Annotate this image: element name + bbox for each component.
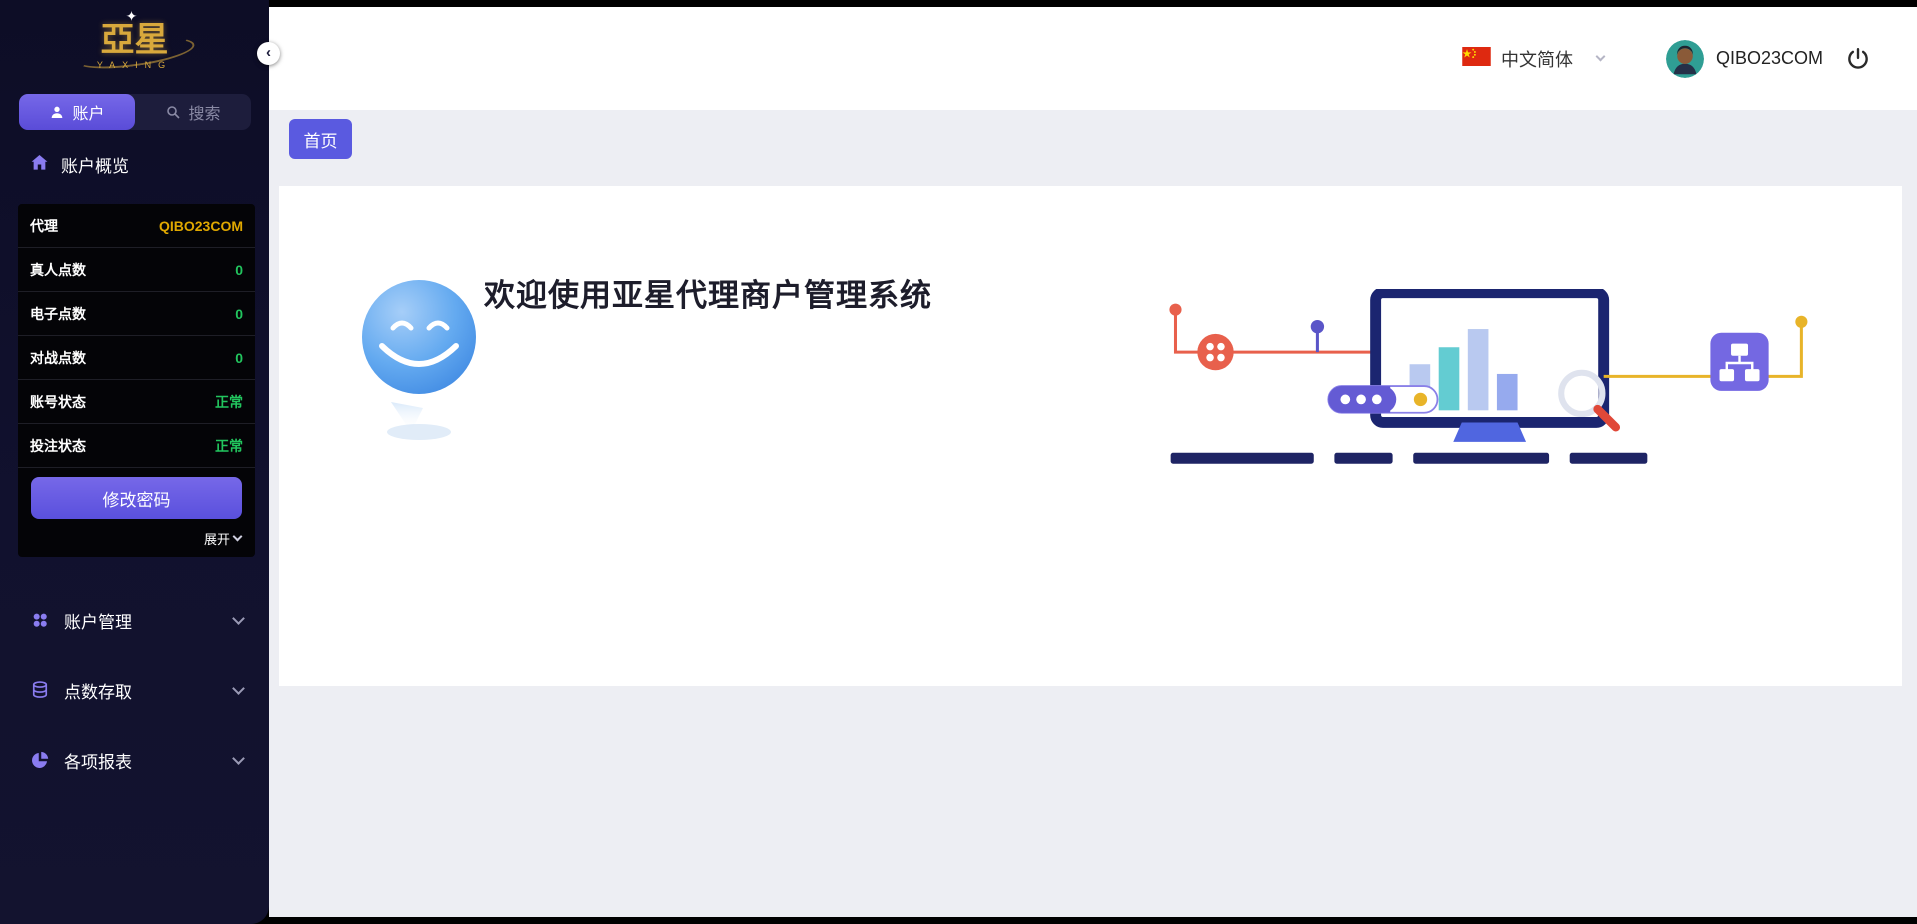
search-icon [165, 104, 181, 120]
sidebar: ✦ 亞星 YAXING ‹ 账户 搜索 账户概 [0, 0, 280, 924]
row-label: 账号状态 [30, 393, 86, 410]
tab-search-label: 搜索 [188, 106, 221, 123]
chevron-down-icon [1595, 51, 1606, 62]
chevron-down-icon [232, 611, 245, 625]
status-badge: 正常 [215, 437, 243, 454]
sidebar-item-label: 账户概览 [61, 157, 129, 176]
user-icon [49, 104, 65, 120]
logout-power-icon[interactable] [1845, 46, 1871, 72]
row-label: 代理 [30, 217, 58, 234]
main-content: 首页 [269, 110, 1917, 917]
sidebar-item-account-management[interactable]: 账户管理 [0, 592, 269, 648]
sidebar-collapse-button[interactable]: ‹ [257, 42, 280, 65]
sidebar-item-label: 各项报表 [64, 752, 132, 772]
logo-title: 亞星 [100, 21, 169, 59]
row-value: 0 [235, 349, 243, 366]
expand-toggle[interactable]: 展开 [18, 519, 255, 557]
row-label: 电子点数 [30, 305, 86, 322]
grid-icon [30, 610, 50, 630]
expand-label: 展开 [203, 531, 230, 547]
sidebar-tabs: 账户 搜索 [19, 94, 251, 130]
chevron-down-icon [232, 751, 245, 765]
mascot-smiley-icon [349, 274, 499, 454]
logo-sparkle-icon: ✦ [125, 8, 144, 24]
sidebar-item-label: 点数存取 [64, 682, 132, 702]
row-label: 对战点数 [30, 349, 86, 366]
panel-row-electronic-points: 电子点数 0 [18, 292, 255, 336]
logo-subtitle: YAXING [96, 60, 173, 70]
brand-logo: ✦ 亞星 YAXING [0, 8, 269, 75]
change-password-button[interactable]: 修改密码 [31, 477, 242, 519]
language-label: 中文简体 [1500, 49, 1573, 70]
row-label: 真人点数 [30, 261, 86, 278]
row-value: 0 [235, 261, 243, 278]
panel-row-battle-points: 对战点数 0 [18, 336, 255, 380]
status-badge: 正常 [215, 393, 243, 410]
pie-chart-icon [30, 750, 50, 770]
user-menu[interactable]: QIBO23COM [1665, 39, 1823, 78]
tab-account[interactable]: 账户 [19, 94, 135, 130]
panel-row-account-status: 账号状态 正常 [18, 380, 255, 424]
language-selector[interactable]: 中文简体 [1462, 46, 1606, 72]
sidebar-item-reports[interactable]: 各项报表 [0, 732, 269, 788]
panel-row-betting-status: 投注状态 正常 [18, 424, 255, 468]
account-info-panel: 代理 QIBO23COM 真人点数 0 电子点数 0 对战点数 0 账号状态 正… [18, 204, 255, 557]
row-value: QIBO23COM [158, 217, 243, 234]
row-label: 投注状态 [30, 437, 86, 454]
sidebar-item-account-overview[interactable]: 账户概览 [30, 152, 129, 177]
china-flag-icon [1462, 46, 1491, 71]
tab-search[interactable]: 搜索 [135, 94, 251, 130]
panel-row-agent: 代理 QIBO23COM [18, 204, 255, 248]
chevron-down-icon [232, 531, 243, 541]
sidebar-menu: 账户管理 点数存取 各项报表 [0, 592, 269, 802]
username-label: QIBO23COM [1715, 48, 1823, 68]
page-title: 欢迎使用亚星代理商户管理系统 [484, 278, 932, 313]
tab-account-label: 账户 [72, 106, 105, 123]
coins-icon [30, 680, 50, 700]
avatar [1665, 39, 1704, 78]
dashboard-illustration [1167, 287, 1822, 476]
sidebar-item-points-deposit[interactable]: 点数存取 [0, 662, 269, 718]
top-bar: 中文简体 QIBO23COM [269, 7, 1917, 110]
chevron-down-icon [232, 681, 245, 695]
home-icon [30, 153, 49, 177]
sidebar-item-label: 账户管理 [64, 612, 132, 632]
panel-row-live-points: 真人点数 0 [18, 248, 255, 292]
breadcrumb-home-tab[interactable]: 首页 [289, 119, 352, 159]
welcome-card: 欢迎使用亚星代理商户管理系统 [279, 186, 1902, 686]
row-value: 0 [235, 305, 243, 322]
